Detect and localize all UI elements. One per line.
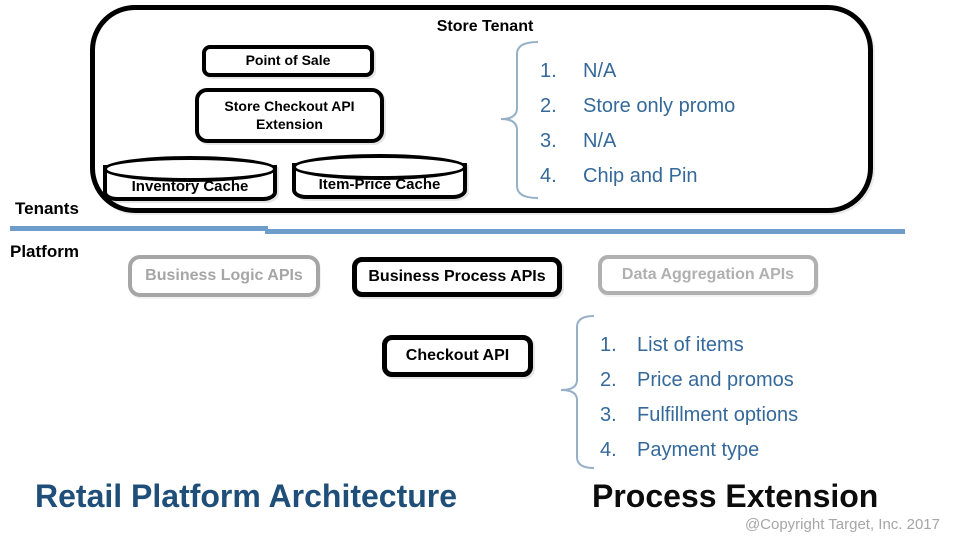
list-item-number: 2. xyxy=(600,369,617,391)
list-item-text: N/A xyxy=(583,60,617,82)
business-logic-apis-box: Business Logic APIs xyxy=(128,255,320,297)
tenants-label: Tenants xyxy=(15,199,79,218)
list-item-text: Chip and Pin xyxy=(583,165,698,187)
checkout-api-list: 1. List of items 2. Price and promos 3. … xyxy=(600,328,798,468)
list-item: 2. Store only promo xyxy=(540,89,735,124)
list-item: 3. N/A xyxy=(540,124,735,159)
list-item: 3. Fulfillment options xyxy=(600,398,798,433)
list-item: 1. N/A xyxy=(540,54,735,89)
inventory-cache-cylinder: Inventory Cache xyxy=(103,156,277,201)
list-item-number: 1. xyxy=(540,60,557,82)
business-process-apis-box: Business Process APIs xyxy=(352,257,562,297)
item-price-cache-cylinder: Item-Price Cache xyxy=(292,154,467,199)
list-item-number: 4. xyxy=(540,165,557,187)
list-item-text: List of items xyxy=(637,334,744,356)
list-item: 1. List of items xyxy=(600,328,798,363)
tenant-platform-divider xyxy=(10,226,268,231)
list-item-text: N/A xyxy=(583,130,617,152)
platform-label: Platform xyxy=(10,242,79,261)
list-item-text: Payment type xyxy=(637,439,760,461)
inventory-cache-label: Inventory Cache xyxy=(131,178,249,195)
cylinder-top-ellipse xyxy=(103,156,277,182)
list-item-number: 1. xyxy=(600,334,617,356)
checkout-api-brace-icon xyxy=(558,314,598,470)
list-item-text: Store only promo xyxy=(583,95,736,117)
list-item: 2. Price and promos xyxy=(600,363,798,398)
slide-title: Retail Platform Architecture xyxy=(35,478,458,514)
tenant-extension-brace-icon xyxy=(496,40,546,200)
copyright-text: @Copyright Target, Inc. 2017 xyxy=(744,516,940,533)
list-item: 4. Payment type xyxy=(600,433,798,468)
point-of-sale-box: Point of Sale xyxy=(202,45,374,77)
tenant-platform-divider xyxy=(265,229,905,234)
cylinder-top-ellipse xyxy=(292,154,467,180)
list-item-number: 3. xyxy=(600,404,617,426)
list-item-text: Fulfillment options xyxy=(637,404,799,426)
slide-subtitle: Process Extension xyxy=(592,478,879,514)
list-item: 4. Chip and Pin xyxy=(540,159,735,194)
tenant-extension-list: 1. N/A 2. Store only promo 3. N/A 4. Chi… xyxy=(540,54,735,194)
store-tenant-label: Store Tenant xyxy=(436,18,534,35)
list-item-number: 3. xyxy=(540,130,557,152)
checkout-api-box: Checkout API xyxy=(382,335,533,377)
store-checkout-api-extension-box: Store Checkout API Extension xyxy=(195,88,384,143)
list-item-number: 4. xyxy=(600,439,617,461)
list-item-number: 2. xyxy=(540,95,557,117)
list-item-text: Price and promos xyxy=(637,369,794,391)
item-price-cache-label: Item-Price Cache xyxy=(318,176,441,193)
data-aggregation-apis-box: Data Aggregation APIs xyxy=(598,255,818,295)
